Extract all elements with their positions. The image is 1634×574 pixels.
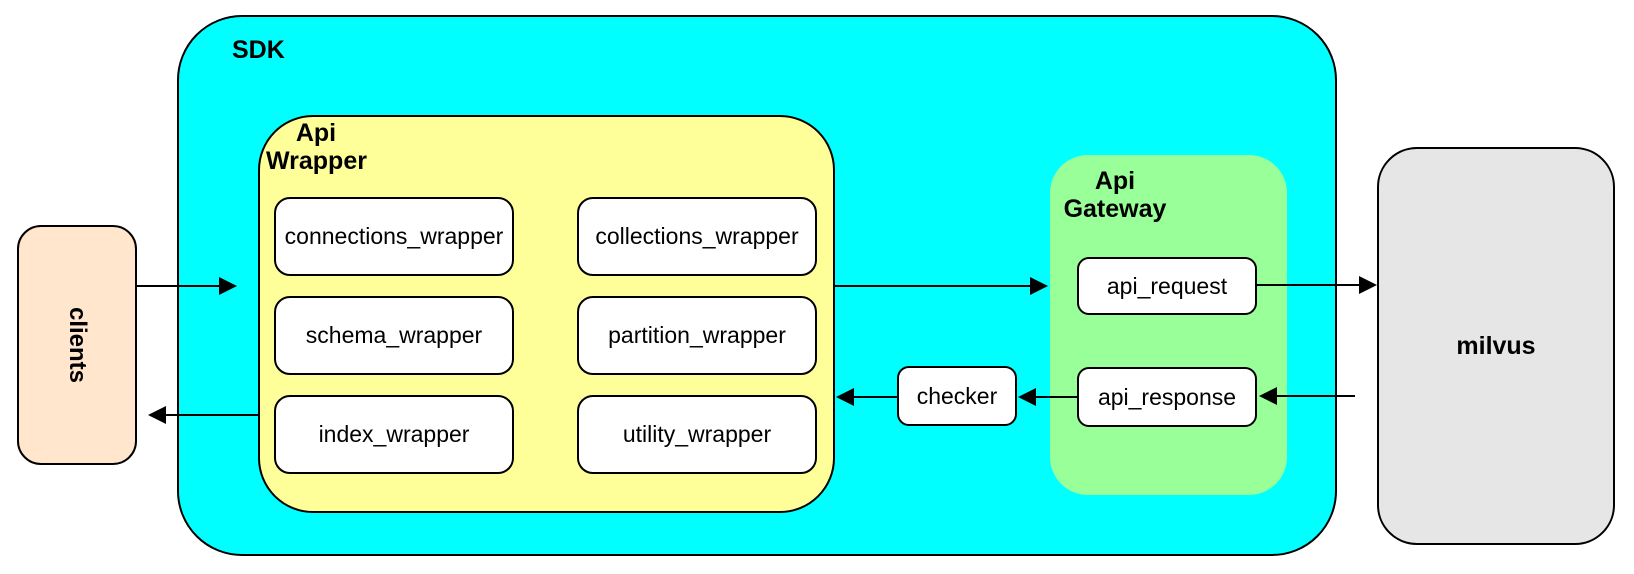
schema-wrapper-box: schema_wrapper	[274, 296, 514, 375]
arrowhead	[836, 388, 854, 406]
arrow-line	[1257, 284, 1361, 286]
index-wrapper-box: index_wrapper	[274, 395, 514, 474]
api-gateway-label-line1: Api	[1094, 167, 1136, 195]
sdk-label: SDK	[232, 36, 285, 64]
arrow-clients-to-sdk	[137, 277, 237, 295]
arrow-milvus-to-response	[1259, 387, 1355, 405]
arrow-line	[164, 414, 258, 416]
index-wrapper-label: index_wrapper	[318, 421, 470, 447]
arrow-line	[852, 396, 897, 398]
clients-label: clients	[64, 306, 91, 384]
arrow-wrapper-to-gateway	[835, 277, 1048, 295]
arrow-line	[835, 285, 1032, 287]
arrow-request-to-milvus	[1257, 276, 1377, 294]
api-request-label: api_request	[1106, 272, 1228, 299]
milvus-node: milvus	[1377, 147, 1615, 545]
arrow-line	[137, 285, 221, 287]
arrowhead	[148, 406, 166, 424]
collections-wrapper-box: collections_wrapper	[577, 197, 817, 276]
milvus-label: milvus	[1456, 331, 1536, 360]
arrow-line	[1275, 395, 1355, 397]
api-wrapper-label-line2: Wrapper	[266, 146, 367, 175]
api-request-box: api_request	[1077, 257, 1257, 315]
arrow-wrapper-to-clients	[148, 406, 258, 424]
connections-wrapper-label: connections_wrapper	[284, 223, 504, 249]
api-gateway-container	[1050, 155, 1287, 495]
arrowhead	[1030, 277, 1048, 295]
api-gateway-label: Api Gateway	[1063, 167, 1167, 223]
utility-wrapper-box: utility_wrapper	[577, 395, 817, 474]
utility-wrapper-label: utility_wrapper	[622, 421, 772, 447]
api-response-label: api_response	[1097, 383, 1237, 410]
api-wrapper-label: Api Wrapper	[266, 119, 367, 175]
collections-wrapper-label: collections_wrapper	[595, 223, 799, 249]
connections-wrapper-box: connections_wrapper	[274, 197, 514, 276]
checker-box: checker	[897, 366, 1017, 426]
partition-wrapper-box: partition_wrapper	[577, 296, 817, 375]
arrowhead	[1259, 387, 1277, 405]
clients-node: clients	[17, 225, 137, 465]
arrow-checker-to-wrapper	[836, 388, 897, 406]
checker-label: checker	[916, 382, 998, 409]
arrowhead	[1359, 276, 1377, 294]
api-response-box: api_response	[1077, 367, 1257, 427]
schema-wrapper-label: schema_wrapper	[305, 322, 483, 348]
arrowhead	[219, 277, 237, 295]
arrowhead	[1018, 388, 1036, 406]
arrow-line	[1034, 396, 1077, 398]
api-gateway-label-line2: Gateway	[1063, 194, 1167, 223]
partition-wrapper-label: partition_wrapper	[608, 322, 786, 348]
api-wrapper-label-line1: Api	[295, 119, 337, 147]
arrow-response-to-checker	[1018, 388, 1077, 406]
